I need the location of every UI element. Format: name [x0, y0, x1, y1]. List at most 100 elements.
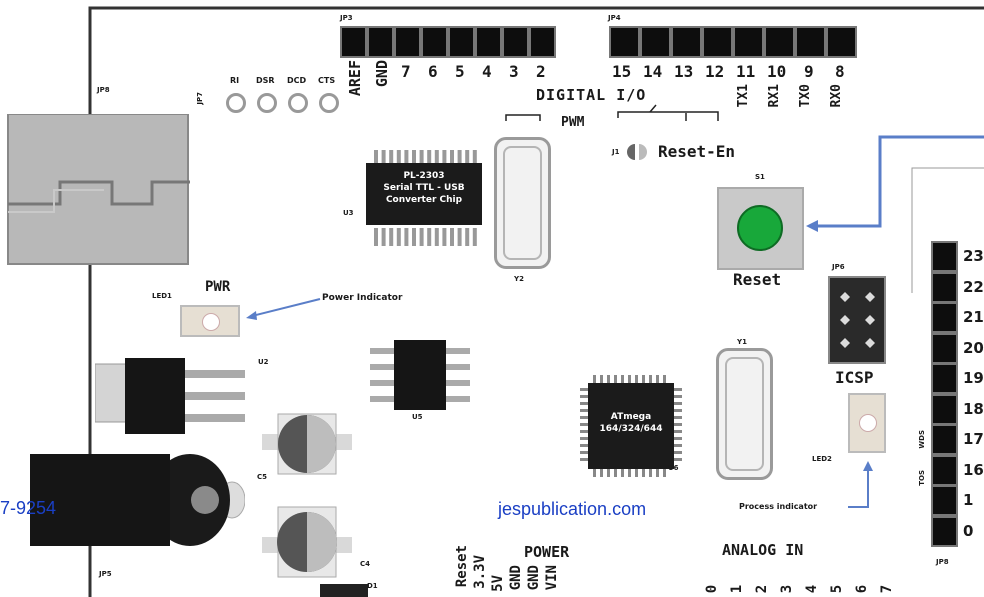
process-led-lens [859, 414, 877, 432]
jp4-pin-label: 9 [804, 62, 814, 81]
crystal-y1 [716, 348, 773, 480]
j1-jumper[interactable] [625, 142, 657, 162]
jp3-pin-label: 7 [401, 62, 411, 81]
jp3-pin-label: GND [373, 60, 391, 88]
usb-chip-line1: PL-2303 [403, 171, 445, 181]
jp4-pin[interactable] [764, 26, 795, 58]
jp4-pin-label: 15 [612, 62, 632, 81]
capacitors [262, 413, 368, 597]
right-header-pin[interactable] [931, 363, 958, 394]
right-header-pin-label: 22 [963, 277, 984, 296]
right-header-pin-label: 18 [963, 399, 984, 418]
icsp-label: ICSP [835, 368, 874, 387]
jp4-pin[interactable] [826, 26, 857, 58]
jp4-serial-label: TX1 [736, 84, 751, 108]
jp4-pin[interactable] [640, 26, 671, 58]
j1-label: J1 [612, 148, 620, 156]
power-title: POWER [524, 543, 570, 561]
jp3-pin[interactable] [448, 26, 475, 58]
jp3-pin-label: 4 [482, 62, 492, 81]
led1-label: LED1 [152, 292, 172, 300]
analog-title: ANALOG IN [722, 541, 804, 559]
jp4-pin-label: 13 [674, 62, 694, 81]
jp5-label: JP5 [99, 570, 112, 578]
analog-pin-label: 3 [779, 584, 796, 594]
right-header-pin[interactable] [931, 393, 958, 425]
jp4-pin-label: 11 [736, 62, 756, 81]
jp3-pin[interactable] [502, 26, 529, 58]
pwr-label: PWR [205, 279, 231, 295]
jp6-label: JP6 [832, 263, 845, 271]
right-header-pin[interactable] [931, 515, 958, 547]
power-jack [30, 454, 245, 546]
usb-converter-chip: PL-2303 Serial TTL - USB Converter Chip [366, 163, 482, 225]
analog-pin-label: 0 [704, 584, 721, 594]
jp3-pin[interactable] [421, 26, 448, 58]
pwr-led [180, 305, 240, 337]
jp4-pin-label: 8 [835, 62, 845, 81]
jp4-pin[interactable] [702, 26, 733, 58]
atmega-mcu: ATmega 164/324/644 [588, 383, 674, 469]
right-header-pin-label: 0 [963, 521, 974, 540]
icsp-header[interactable] [828, 276, 886, 364]
pwr-led-lens [202, 313, 220, 331]
right-header-pin[interactable] [931, 332, 958, 364]
mcu-line2: 164/324/644 [599, 424, 663, 434]
usb-chip-line3: Converter Chip [385, 195, 463, 205]
jp4-serial-label: TX0 [798, 84, 813, 108]
power-indicator-label: Power Indicator [322, 293, 403, 303]
right-header-pin[interactable] [931, 454, 958, 486]
right-header-pin[interactable] [931, 241, 958, 272]
jp3-pin[interactable] [475, 26, 502, 58]
analog-pin-label: 2 [754, 584, 771, 594]
jp8-left-label: JP8 [97, 86, 110, 94]
jp3-pin-label: 2 [536, 62, 546, 81]
jp4-pin[interactable] [671, 26, 702, 58]
jp3-pin[interactable] [340, 26, 367, 58]
jp4-pin[interactable] [609, 26, 640, 58]
power-pin-label: VIN [544, 565, 560, 591]
analog-pin-label: 7 [879, 584, 896, 594]
power-pin-label: 5V [490, 575, 506, 592]
jp3-pin[interactable] [367, 26, 394, 58]
right-header-pin[interactable] [931, 424, 958, 455]
reset-button-cap[interactable] [737, 205, 783, 251]
jp4-serial-label: RX0 [829, 84, 844, 108]
jp3-pin[interactable] [394, 26, 421, 58]
jp7-pin[interactable] [319, 93, 339, 113]
power-pin-label: Reset [454, 545, 470, 588]
y2-label: Y2 [514, 275, 524, 283]
process-led [848, 393, 886, 453]
jp7-pin-label: CTS [318, 76, 336, 85]
crystal-y2 [494, 137, 551, 269]
right-header-pin-label: 17 [963, 430, 984, 448]
jp7-pin[interactable] [288, 93, 308, 113]
right-header-pin[interactable] [931, 485, 958, 516]
right-header-pin-label: 1 [963, 491, 974, 509]
jp3-pin-label: 6 [428, 62, 438, 81]
reset-switch[interactable] [717, 187, 804, 270]
power-pin-label: GND [526, 565, 542, 591]
website-link[interactable]: jespublication.com [498, 499, 647, 519]
jp7-pin[interactable] [226, 93, 246, 113]
power-pin-label: 3.3V [472, 555, 488, 589]
jp4-pin[interactable] [795, 26, 826, 58]
jp7-pin[interactable] [257, 93, 277, 113]
jp4-label: JP4 [608, 14, 621, 22]
partial-phone-text: 7-9254 [0, 498, 57, 518]
jp4-pin[interactable] [733, 26, 764, 58]
u6-label: U6 [668, 464, 679, 472]
right-header-pin[interactable] [931, 302, 958, 333]
jp3-pin[interactable] [529, 26, 556, 58]
right-header-pin[interactable] [931, 271, 958, 303]
ic-u5 [370, 340, 470, 410]
serial-connector [7, 114, 190, 265]
analog-pin-label: 4 [804, 584, 821, 594]
jp3-pin-label: 3 [509, 62, 519, 81]
jp4-pin-label: 12 [705, 62, 725, 81]
jp7-pin-label: RI [230, 76, 240, 85]
right-header-pin-label: 23 [963, 247, 984, 265]
analog-pin-label: 5 [829, 584, 846, 594]
jp7-pin-label: DSR [256, 76, 275, 85]
c4-label: C4 [360, 560, 371, 568]
